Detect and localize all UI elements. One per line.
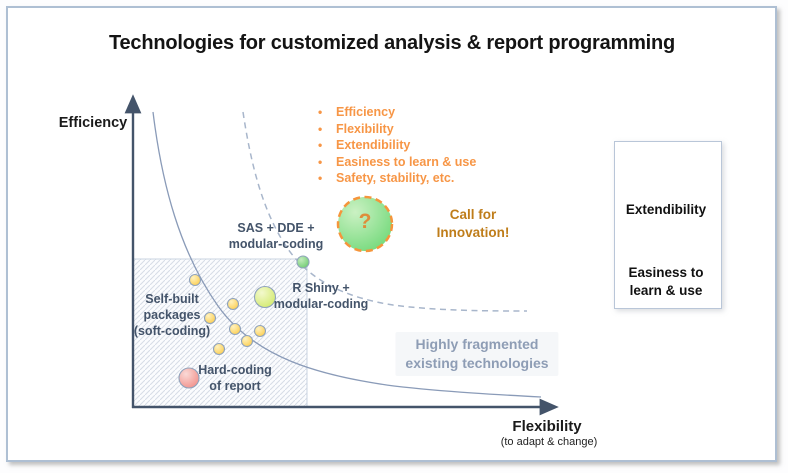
criteria-item: • Easiness to learn & use	[318, 155, 476, 172]
criteria-item-label: Flexibility	[336, 121, 394, 136]
bullet-icon: •	[318, 121, 323, 136]
criteria-item: • Safety, stability, etc.	[318, 171, 476, 188]
label-sas-dde: SAS + DDE + modular-coding	[228, 221, 324, 251]
label-self-built: Self-built packages (soft-coding)	[133, 292, 211, 338]
criteria-item: • Flexibility	[318, 122, 476, 139]
criteria-item: • Efficiency	[318, 105, 476, 122]
criteria-item-label: Safety, stability, etc.	[336, 171, 455, 185]
criteria-item-label: Extendibility	[336, 138, 411, 152]
bullet-icon: •	[318, 154, 323, 169]
label-fragmented: Highly fragmented existing technologies	[395, 332, 559, 376]
criteria-item-label: Easiness to learn & use	[336, 154, 477, 169]
criteria-list: • Efficiency • Flexibility • Extendibility • Ea…	[318, 105, 476, 188]
bullet-icon: •	[318, 171, 323, 185]
x-axis-sublabel: (to adapt & change)	[500, 436, 598, 448]
bullet-icon: •	[318, 138, 323, 152]
question-mark: ?	[358, 210, 372, 233]
x-axis-label: Flexibility	[512, 418, 582, 435]
legend-extendibility-label: Extendibility	[625, 202, 707, 217]
label-r-shiny: R Shiny + modular-coding	[273, 281, 369, 311]
criteria-item: • Extendibility	[318, 138, 476, 155]
legend-easiness-label: Easiness to learn & use	[628, 265, 704, 298]
legend-box	[614, 141, 722, 309]
y-axis-label: Efficiency	[58, 115, 128, 131]
page-title: Technologies for customized analysis & r…	[108, 32, 676, 54]
label-hard-coding: Hard-coding of report	[198, 363, 272, 393]
criteria-item-label: Efficiency	[336, 105, 396, 119]
bullet-icon: •	[318, 105, 323, 119]
call-for-innovation-label: Call for Innovation!	[436, 207, 510, 240]
